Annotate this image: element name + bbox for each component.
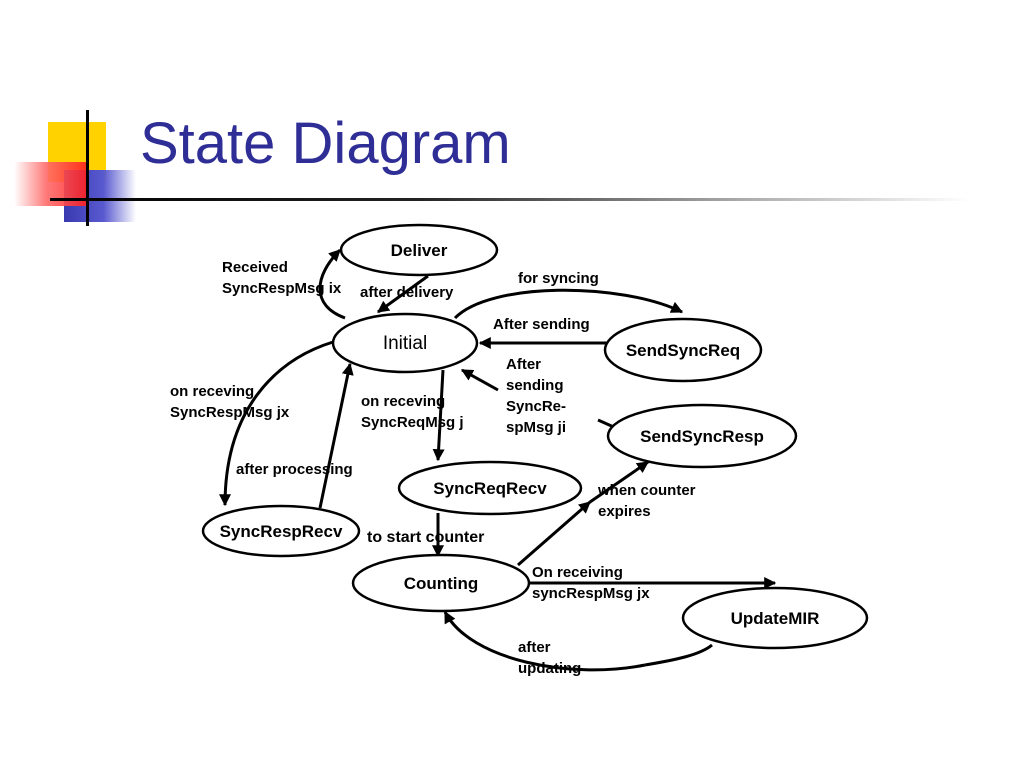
label-when-counter-expires: when counter expires: [597, 482, 700, 520]
state-syncreqrecv: SyncReqRecv: [397, 460, 583, 516]
transition-labels: Received SyncRespMsg ix after delivery f…: [170, 259, 700, 677]
state-label-updatemir: UpdateMIR: [731, 609, 820, 628]
state-updatemir: UpdateMIR: [681, 586, 869, 650]
state-initial: Initial: [331, 312, 479, 374]
edge-initial-to-syncreqrecv: [432, 369, 445, 462]
edge-updatemir-tail: [644, 643, 713, 667]
edge-initial-to-syncresprecv: [219, 340, 334, 507]
label-after-processing: after processing: [236, 461, 353, 478]
label-after-sending: After sending: [493, 316, 590, 333]
edge-counting-to-sendsyncresp-b: [589, 460, 649, 504]
edge-counting-to-sendsyncresp-a: [517, 500, 591, 567]
slide-title: State Diagram: [140, 111, 511, 176]
state-label-counting: Counting: [404, 574, 479, 593]
edge-deliver-to-initial: [377, 274, 429, 314]
edge-initial-to-sendsyncreq: [453, 288, 684, 320]
label-on-receving-syncreq-j: on receving SyncReqMsg j: [361, 393, 464, 431]
label-for-syncing: for syncing: [518, 270, 599, 287]
title-underline-rule: [50, 198, 970, 201]
label-on-receiving-syncresp-jx: On receiving syncRespMsg jx: [532, 564, 650, 602]
state-counting: Counting: [351, 553, 531, 613]
label-to-start-counter: to start counter: [367, 529, 484, 546]
state-label-initial: Initial: [383, 333, 427, 354]
state-label-deliver: Deliver: [391, 241, 448, 260]
edge-updatemir-to-counting: [443, 610, 646, 672]
edge-sendsyncresp-to-initial: [460, 368, 499, 392]
state-deliver: Deliver: [339, 223, 499, 277]
state-sendsyncresp: SendSyncResp: [606, 403, 798, 469]
state-label-sendsyncreq: SendSyncReq: [626, 341, 740, 360]
label-received-syncresp-ix: Received SyncRespMsg ix: [222, 259, 342, 297]
label-after-updating: after updating: [518, 639, 581, 677]
edge-syncresprecv-to-initial: [318, 362, 354, 509]
decor-vertical-rule: [86, 110, 89, 226]
state-label-sendsyncresp: SendSyncResp: [640, 427, 764, 446]
label-after-sending-syncresp: After sending SyncRe- spMsg ji: [506, 356, 570, 436]
state-sendsyncreq: SendSyncReq: [603, 317, 763, 383]
edge-initial-to-deliver: [318, 248, 346, 320]
state-label-syncresprecv: SyncRespRecv: [220, 522, 343, 541]
label-after-delivery: after delivery: [360, 284, 454, 301]
state-label-syncreqrecv: SyncReqRecv: [433, 479, 547, 498]
state-syncresprecv: SyncRespRecv: [201, 504, 361, 558]
label-on-receving-syncresp-jx: on receving SyncRespMsg jx: [170, 383, 290, 421]
transitions: [219, 248, 777, 672]
